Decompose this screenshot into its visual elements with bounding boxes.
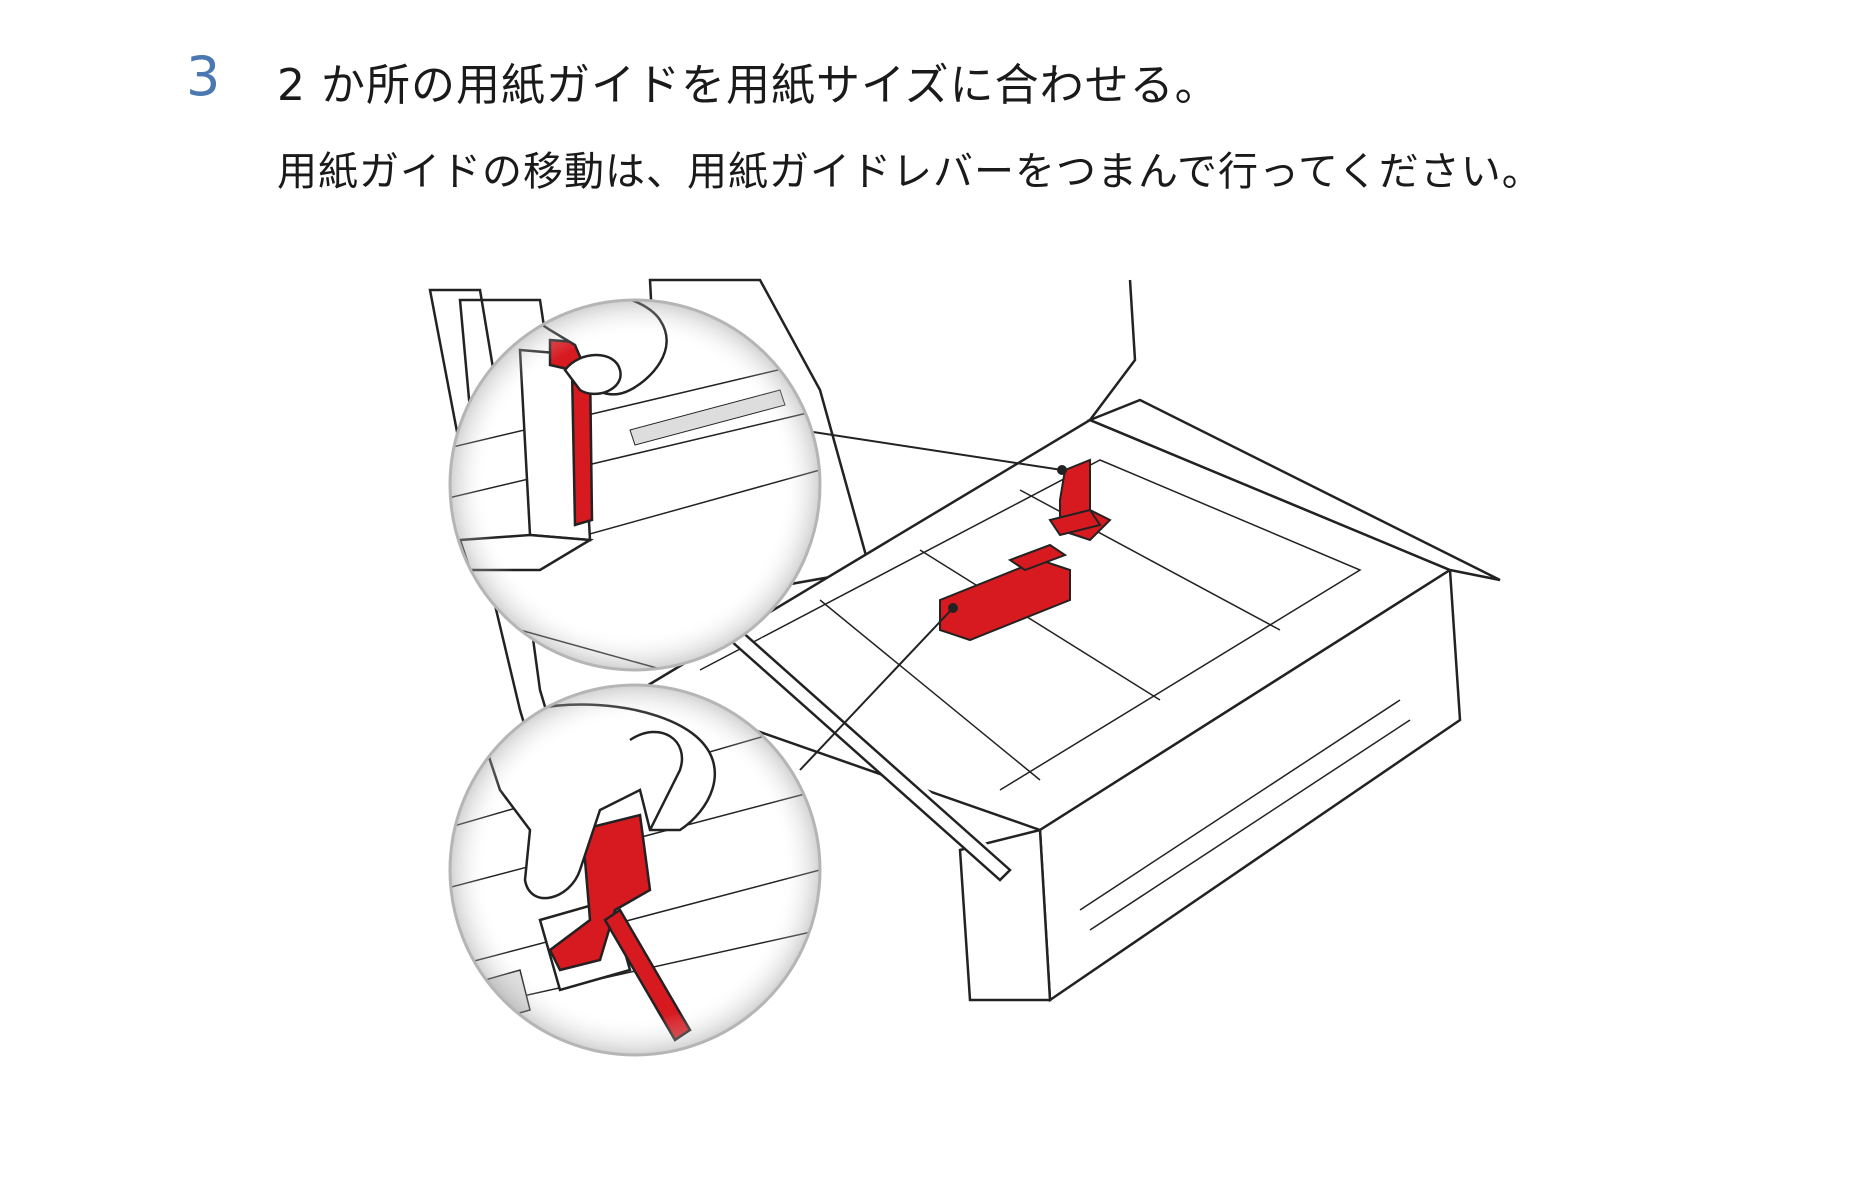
magnifier-callout-top [448, 298, 822, 672]
paper-tray-icon [637, 398, 1501, 1003]
magnifier-callout-bottom [448, 683, 822, 1057]
step-title: 2 か所の用紙ガイドを用紙サイズに合わせる。 [277, 60, 1220, 111]
end-paper-guide-icon [1048, 458, 1112, 542]
side-paper-guide-icon [939, 543, 1071, 642]
step-number: 3 [186, 45, 221, 108]
step-description: 用紙ガイドの移動は、用紙ガイドレバーをつまんで行ってください。 [277, 149, 1543, 195]
paper-tray-illustration [400, 270, 1680, 1090]
paper-tray-diagram [428, 278, 1501, 1057]
callout-leader-lines [799, 429, 1067, 771]
